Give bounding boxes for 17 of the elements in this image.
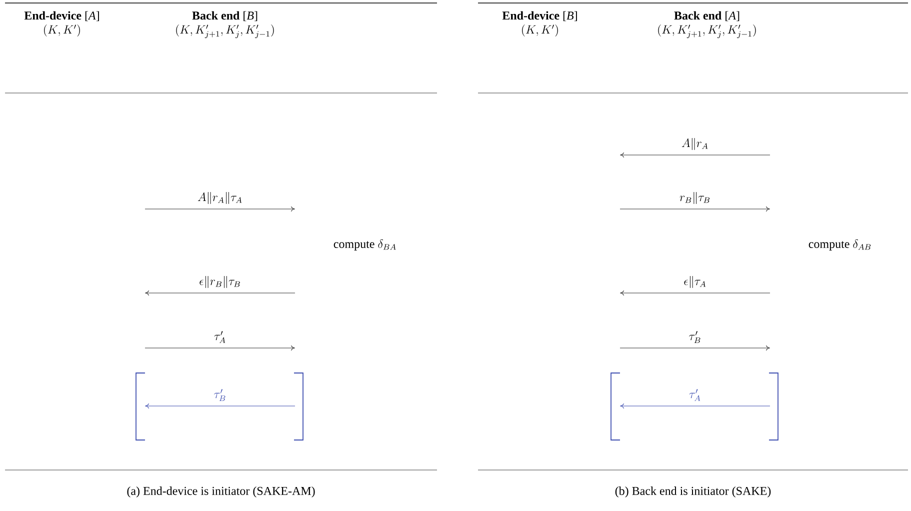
- column-header: Back end [B] $(K, K'_{j+1}, K'_j, K'_{j-1})$: [176, 11, 274, 38]
- computation-note: $\mbox{compute } \delta_{AB}$: [808, 239, 871, 250]
- message-label: $\tau'_A$: [214, 331, 226, 343]
- message-label: $\tau'_A$: [689, 389, 700, 401]
- column-header: End-device [B] $(K, K')$: [502, 11, 577, 37]
- computation-note: $\mbox{compute } \delta_{BA}$: [334, 239, 396, 250]
- message-label: $A\|r_A\|\tau_A$: [198, 192, 242, 204]
- subfigure-caption: (b) Back end is initiator (SAKE): [615, 486, 771, 498]
- message-label: $r_B\|\tau_B$: [680, 192, 710, 204]
- message-label: $\epsilon\|\tau_A$: [684, 276, 706, 288]
- column-header: End-device [A] $(K, K')$: [24, 11, 99, 37]
- message-label: $\epsilon\|r_B\|\tau_B$: [200, 276, 240, 288]
- message-label: $A\|r_A$: [682, 138, 708, 150]
- column-header: Back end [A] $(K, K'_{j+1}, K'_j, K'_{j-1})$: [658, 11, 756, 38]
- subfigure-caption: (a) End-device is initiator (SAKE-AM): [127, 486, 315, 498]
- message-label: $\tau'_B$: [214, 389, 226, 401]
- message-label: $\tau'_B$: [689, 331, 700, 343]
